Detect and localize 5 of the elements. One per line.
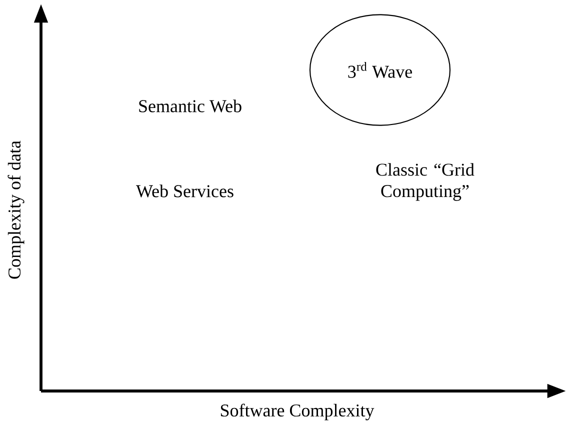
axis-label: Software Complexity: [220, 404, 374, 420]
axis-label: Complexity of data: [8, 140, 24, 279]
quadrant-label: Semantic Web: [139, 100, 242, 112]
quadrant-label: Web Services: [136, 184, 234, 198]
quadrant-label: Classic “Grid Computing”: [376, 163, 474, 201]
